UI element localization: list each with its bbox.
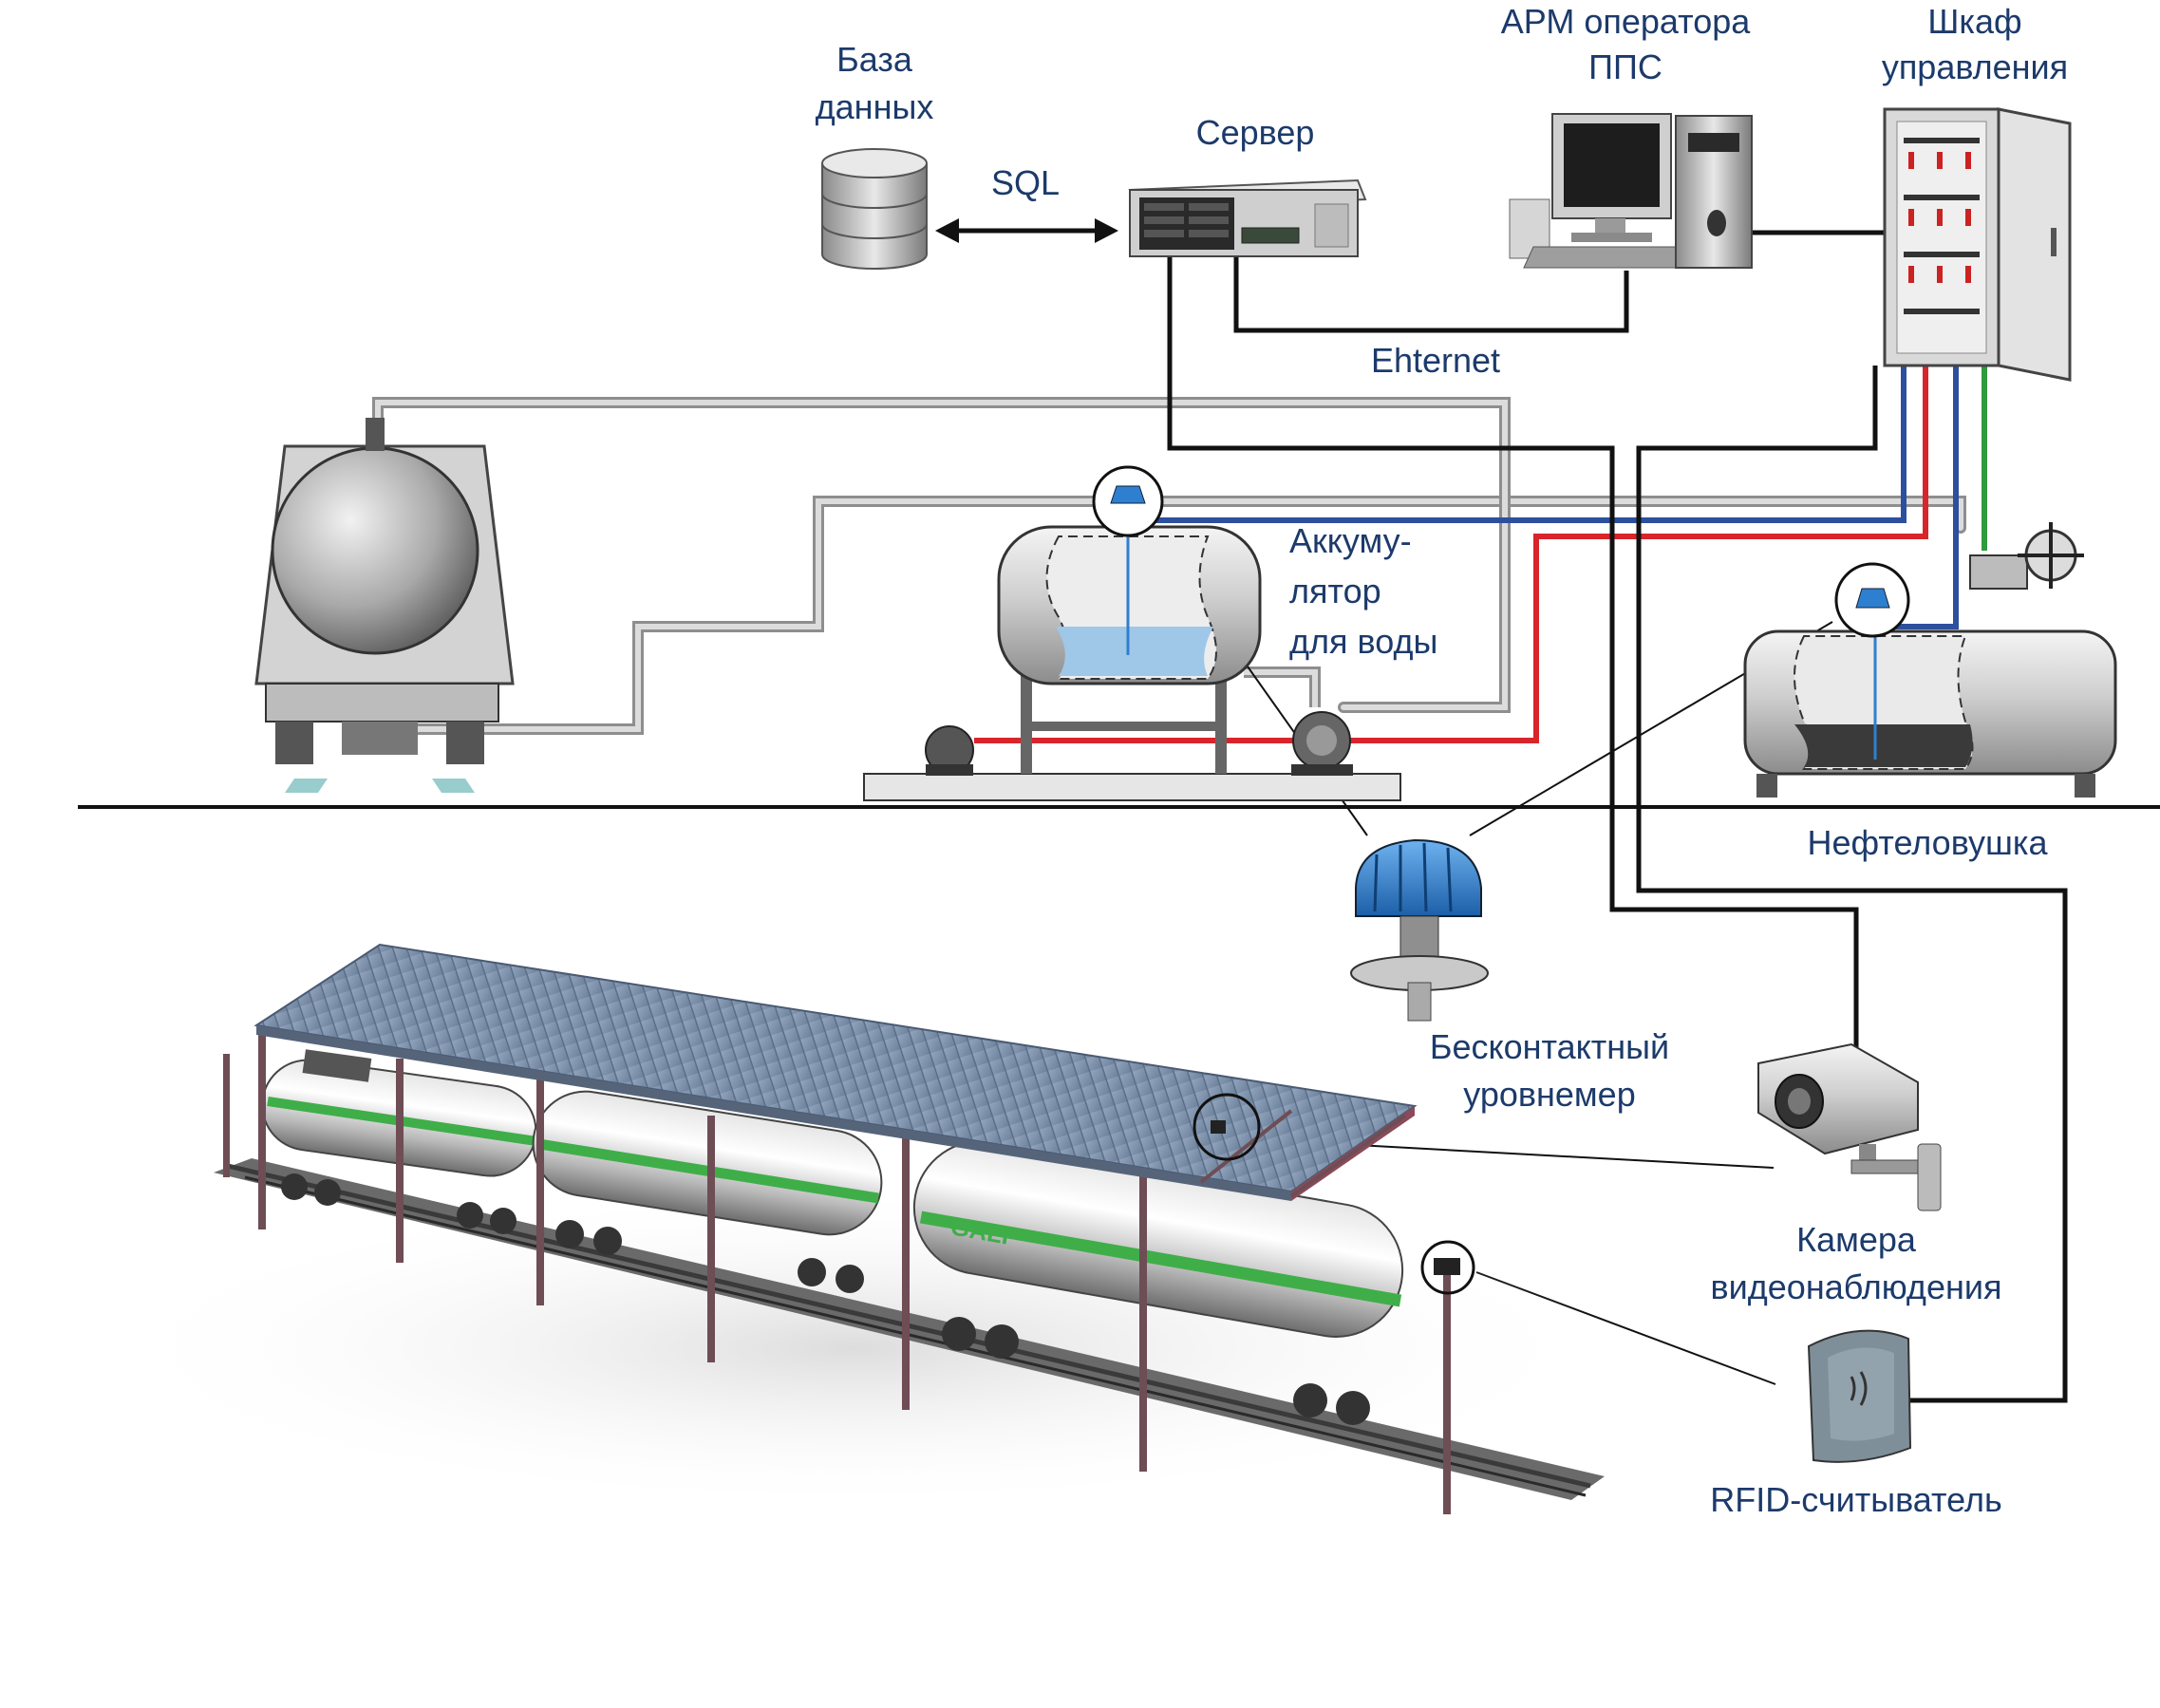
label-accumulator-1: Аккуму- — [1289, 521, 1412, 560]
label-sql: SQL — [991, 163, 1060, 202]
label-level-meter-2: уровнемер — [1463, 1075, 1635, 1114]
water-accumulator-icon — [863, 465, 1401, 801]
label-camera-1: Камера — [1796, 1220, 1917, 1259]
label-level-meter-1: Бесконтактный — [1430, 1027, 1669, 1066]
cable-server-down — [1167, 256, 1859, 1049]
level-meter-icon — [1350, 838, 1489, 1022]
server-icon — [1128, 178, 1367, 257]
label-database-2: данных — [816, 87, 934, 126]
sql-arrow — [935, 218, 1118, 243]
label-cabinet-2: управления — [1882, 47, 2068, 86]
database-icon — [821, 148, 928, 270]
label-rfid: RFID-считыватель — [1710, 1480, 2001, 1519]
rail-tank-front-icon — [254, 418, 515, 793]
label-operator-1: АРМ оператора — [1501, 2, 1752, 41]
labels: База данных SQL Сервер АРМ оператора ППС… — [816, 2, 2069, 1519]
control-cabinet-icon — [1883, 107, 2072, 382]
label-database-1: База — [836, 40, 913, 79]
cable-cabinet-rfid — [1636, 366, 2068, 1403]
cable-ethernet — [1233, 256, 1629, 333]
cable-blue-1 — [1127, 366, 1906, 523]
label-cabinet-1: Шкаф — [1927, 2, 2021, 41]
label-accumulator-2: лятор — [1289, 572, 1381, 610]
surveillance-camera-icon — [1757, 1042, 1942, 1211]
rfid-highlight — [1420, 1240, 1475, 1295]
railway-shed-scene: GALP — [95, 943, 1614, 1514]
camera-highlight — [1193, 1093, 1261, 1161]
label-ethernet: Ehternet — [1371, 341, 1500, 380]
cables — [372, 230, 2068, 1403]
operator-workstation-icon — [1509, 113, 1753, 269]
oil-trap-icon — [1743, 522, 2117, 798]
label-oil-trap: Нефтеловушка — [1808, 823, 2049, 862]
label-camera-2: видеонаблюдения — [1711, 1267, 2002, 1306]
rfid-reader-icon — [1807, 1329, 1912, 1463]
label-server: Сервер — [1196, 113, 1315, 152]
label-accumulator-3: для воды — [1289, 622, 1437, 661]
label-operator-2: ППС — [1588, 47, 1662, 86]
